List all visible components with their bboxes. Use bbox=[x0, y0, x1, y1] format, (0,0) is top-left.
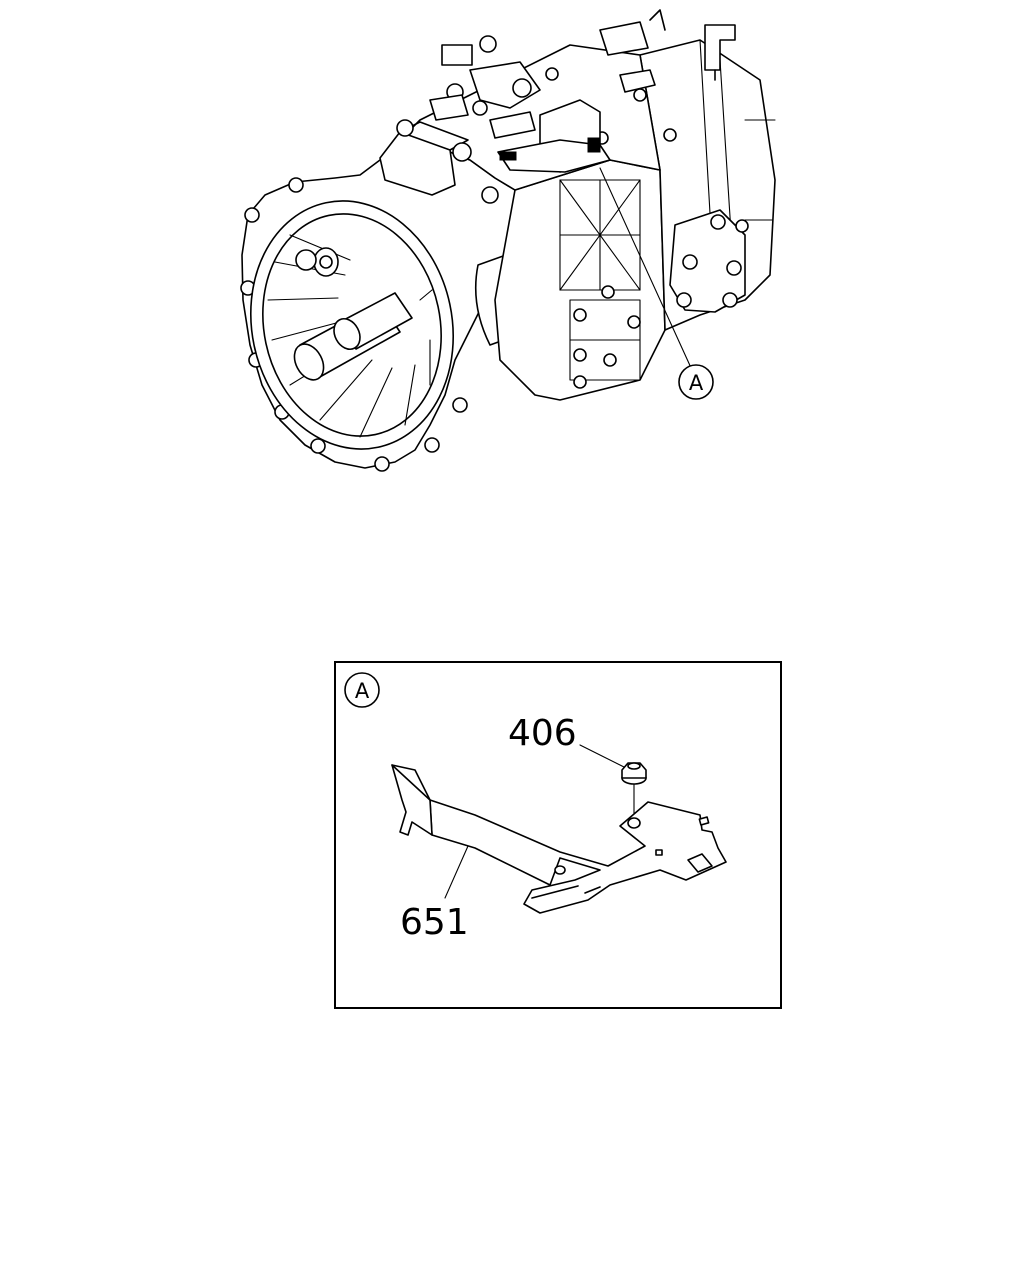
leader-406 bbox=[579, 744, 627, 769]
bell-housing-ribs bbox=[267, 234, 433, 438]
input-shaft bbox=[293, 247, 413, 381]
callout-marker-detail: A bbox=[344, 672, 380, 708]
callout-marker-detail-label: A bbox=[355, 679, 370, 703]
case-lattice-ribs bbox=[559, 179, 641, 381]
callout-marker-main-label: A bbox=[689, 371, 704, 395]
case-bosses bbox=[295, 119, 677, 271]
part-number-406: 406 bbox=[508, 713, 577, 754]
bracket-illustration bbox=[391, 764, 727, 914]
flange-nut-illustration bbox=[621, 762, 647, 785]
bracket-location-highlight bbox=[497, 137, 611, 173]
callout-marker-main: A bbox=[678, 364, 714, 400]
part-number-651: 651 bbox=[400, 902, 469, 943]
callout-leader-line bbox=[599, 167, 693, 371]
transmission-assembly-illustration bbox=[240, 9, 776, 472]
rear-cover-bolts bbox=[676, 214, 749, 308]
leader-651 bbox=[444, 845, 469, 899]
